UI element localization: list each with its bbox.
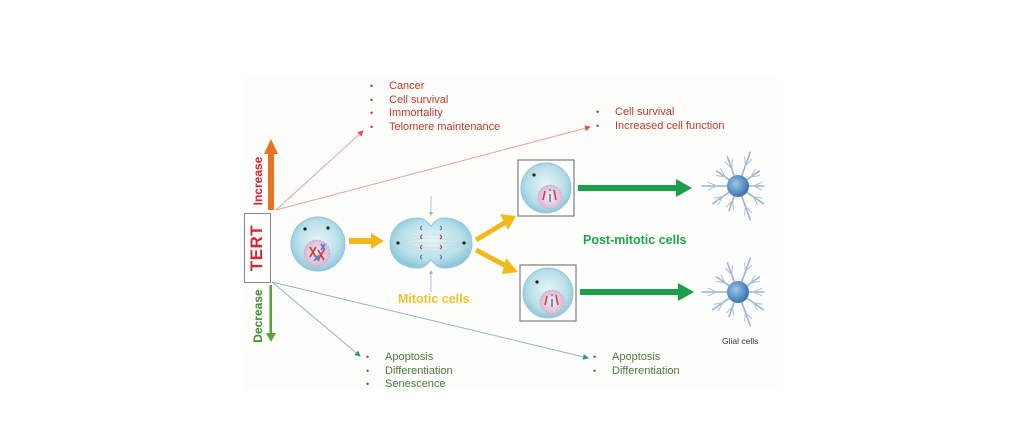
glial-branch [724, 267, 733, 276]
decrease-effects-postmitotic-list: Apoptosis Differentiation [593, 351, 680, 378]
mitotic-cell [389, 196, 473, 292]
arrow-to-mitotic [349, 233, 384, 249]
glial-branch [744, 264, 753, 273]
glial-branch [717, 302, 724, 311]
glial-branch [744, 262, 746, 273]
glial-branch [715, 280, 726, 284]
glial-cells-label: Glial cells [722, 336, 759, 346]
glial-branch [753, 181, 763, 187]
decrease-arrow [266, 285, 276, 342]
list-item: Cell survival [370, 94, 500, 108]
list-item: Apoptosis [366, 351, 453, 365]
decrease-connector-dividing [271, 281, 361, 357]
glial-branch [744, 205, 753, 214]
glial-process [740, 194, 752, 221]
glial-process [745, 296, 765, 311]
glial-cell-bottom [701, 257, 765, 327]
increase-effects-postmitotic-list: Cell survival Increased cell function [596, 106, 724, 133]
glial-process [728, 194, 736, 212]
glial-branch [744, 158, 753, 167]
interphase-cell [290, 216, 346, 272]
glial-process [728, 300, 736, 318]
mitotic-cells-label: Mitotic cells [398, 292, 470, 306]
list-item: Cell survival [596, 106, 724, 120]
decrease-label: Decrease [251, 289, 265, 343]
glial-branch [707, 185, 717, 191]
glial-branch [720, 168, 726, 178]
arrow-to-glial-top [578, 179, 692, 197]
glial-branch [744, 311, 746, 322]
glial-process [745, 276, 761, 288]
glial-branch [732, 200, 734, 211]
glial-branch [753, 291, 763, 297]
glial-branch [724, 161, 733, 170]
glial-process [711, 296, 731, 311]
glial-process [726, 156, 736, 178]
glial-branch [707, 287, 717, 293]
glial-branch [707, 291, 717, 297]
glial-process [740, 257, 752, 284]
glial-branch [732, 306, 734, 317]
glial-branch [744, 311, 753, 320]
list-item: Immortality [370, 107, 500, 121]
glial-branch [731, 265, 733, 276]
glial-branch [753, 185, 763, 191]
glial-branch [750, 280, 761, 284]
post-mitotic-cells-label: Post-mitotic cells [583, 233, 687, 247]
list-item: Cancer [370, 80, 500, 94]
arrow-to-glial-bottom [580, 283, 694, 301]
glial-branch [717, 196, 724, 205]
glial-branch [750, 168, 756, 178]
increase-label: Increase [251, 156, 265, 206]
glial-soma [727, 175, 749, 197]
list-item: Apoptosis [593, 351, 680, 365]
glial-branch [713, 302, 724, 305]
glial-process [715, 170, 731, 182]
list-item: Senescence [366, 378, 453, 392]
glial-process [745, 170, 761, 182]
glial-branch [725, 306, 734, 314]
list-item: Differentiation [593, 365, 680, 379]
glial-branch [744, 205, 746, 216]
tert-box [244, 213, 271, 283]
list-item: Increased cell function [596, 120, 724, 134]
glial-branch [752, 196, 763, 199]
glial-soma [727, 281, 749, 303]
glial-process [726, 262, 736, 284]
glial-branch [752, 302, 759, 311]
glial-branch [750, 174, 761, 178]
glial-branch [731, 159, 733, 170]
arrow-to-postmitotic-bottom [474, 247, 518, 274]
glial-branch [752, 302, 763, 305]
list-item: Telomere maintenance [370, 121, 500, 135]
glial-branch [715, 174, 726, 178]
glial-branch [750, 274, 756, 284]
glial-cell-top [701, 151, 765, 221]
decrease-effects-dividing-list: Apoptosis Differentiation Senescence [366, 351, 453, 392]
arrow-to-postmitotic-top [474, 214, 516, 243]
glial-branch [725, 200, 734, 208]
glial-branch [744, 156, 746, 167]
glial-process [745, 190, 765, 205]
tert-label: TERT [247, 224, 266, 272]
glial-process [740, 300, 752, 327]
list-item: Differentiation [366, 365, 453, 379]
increase-arrow [264, 139, 278, 210]
glial-branch [753, 287, 763, 293]
glial-process [715, 276, 731, 288]
increase-connector-dividing [275, 130, 364, 211]
glial-branch [752, 196, 759, 205]
glial-branch [713, 196, 724, 199]
decrease-connector-postmitotic [271, 281, 589, 360]
postmitotic-cell-bottom [519, 264, 577, 322]
glial-branch [707, 181, 717, 187]
glial-branch [720, 274, 726, 284]
increase-effects-dividing-list: Cancer Cell survival Immortality Telomer… [370, 80, 500, 134]
glial-process [740, 151, 752, 178]
glial-process [711, 190, 731, 205]
increase-connector-postmitotic [275, 125, 591, 211]
postmitotic-cell-top [517, 159, 575, 217]
